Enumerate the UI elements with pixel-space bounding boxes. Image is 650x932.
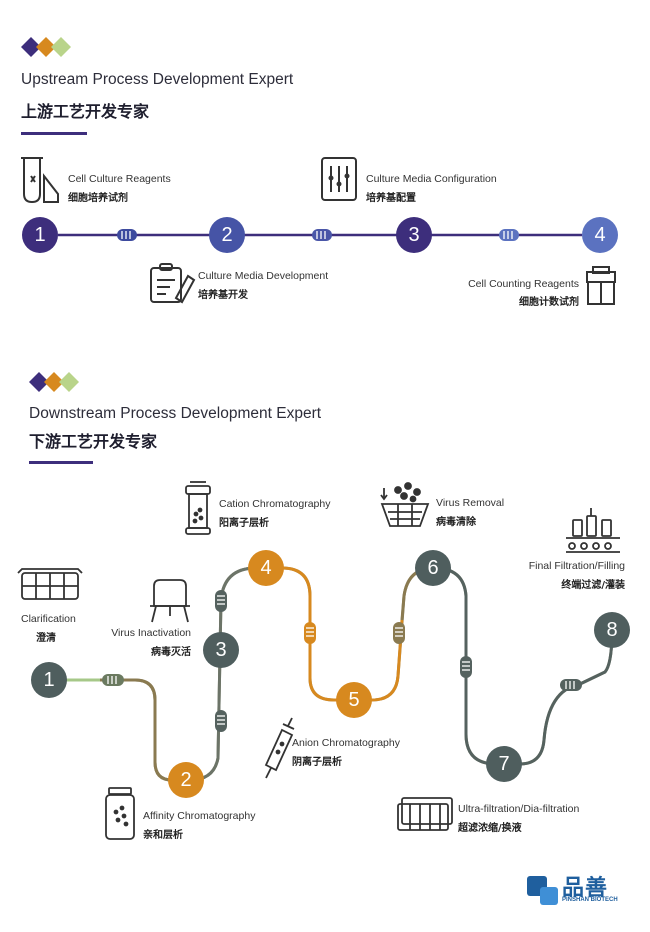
upstream-label-1-en: Cell Culture Reagents	[68, 173, 171, 185]
virus-filter-icon	[380, 482, 430, 527]
tank-icon	[150, 579, 190, 623]
cell-counter-icon	[586, 266, 616, 305]
downstream-label-2-en: Affinity Chromatography	[143, 810, 256, 822]
downstream-step-2: 2	[168, 762, 204, 798]
downstream-label-4-en: Cation Chromatography	[219, 498, 331, 510]
downstream-label-6-cn: 病毒清除	[436, 517, 476, 528]
column-icon	[185, 481, 211, 535]
syringe-icon	[264, 717, 295, 779]
downstream-label-1-en: Clarification	[21, 613, 76, 625]
upstream-label-3-en: Culture Media Configuration	[366, 173, 497, 185]
downstream-label-1-cn: 澄清	[36, 633, 56, 644]
logo-icon	[527, 876, 558, 905]
filling-line-icon	[566, 508, 620, 553]
cassette-icon	[397, 797, 453, 831]
downstream-step-4: 4	[248, 550, 284, 586]
downstream-step-6: 6	[415, 550, 451, 586]
downstream-title-en: Downstream Process Development Expert	[29, 405, 322, 422]
downstream-step-3: 3	[203, 632, 239, 668]
downstream-label-2-cn: 亲和层析	[143, 830, 183, 841]
downstream-step-7: 7	[486, 746, 522, 782]
downstream-label-8-cn: 终端过滤/灌装	[561, 580, 625, 591]
upstream-step-4: 4	[582, 217, 618, 253]
upstream-label-3-cn: 培养基配置	[366, 193, 416, 204]
downstream-title-cn: 下游工艺开发专家	[29, 432, 158, 451]
downstream-step-1: 1	[31, 662, 67, 698]
downstream-label-5-en: Anion Chromatography	[292, 737, 400, 749]
logo-brand-cn: 品善	[562, 876, 609, 901]
downstream-label-7-en: Ultra-filtration/Dia-filtration	[458, 803, 580, 815]
clipboard-icon	[150, 263, 196, 304]
downstream-label-3-cn: 病毒灭活	[151, 647, 191, 658]
title-underline	[29, 461, 93, 464]
upstream-label-1-cn: 细胞培养试剂	[68, 193, 128, 204]
test-tube-icon	[21, 157, 59, 204]
upstream-label-2-en: Culture Media Development	[198, 270, 329, 282]
downstream-step-5: 5	[336, 682, 372, 718]
reagent-bottle-icon	[105, 787, 135, 840]
title-underline	[21, 132, 87, 135]
vial-rack-icon	[321, 157, 357, 201]
filter-grid-icon	[17, 568, 83, 600]
downstream-label-7-cn: 超滤浓缩/换液	[458, 823, 522, 834]
upstream-title-en: Upstream Process Development Expert	[21, 71, 294, 88]
diamonds-icon	[21, 37, 71, 57]
downstream-label-4-cn: 阳离子层析	[219, 518, 269, 529]
upstream-title-cn: 上游工艺开发专家	[21, 102, 150, 121]
upstream-label-4-en: Cell Counting Reagents	[468, 278, 579, 290]
diamonds-icon	[29, 372, 79, 392]
downstream-label-6-en: Virus Removal	[436, 497, 505, 509]
downstream-label-5-cn: 阴离子层析	[292, 757, 342, 768]
upstream-step-1: 1	[22, 217, 58, 253]
upstream-step-2: 2	[209, 217, 245, 253]
logo-brand-en: PINSHAN BIOTECH	[562, 897, 618, 903]
downstream-label-3-en: Virus Inactivation	[111, 627, 191, 639]
upstream-label-2-cn: 培养基开发	[198, 290, 248, 301]
downstream-label-8-en: Final Filtration/Filling	[528, 560, 625, 572]
upstream-step-3: 3	[396, 217, 432, 253]
downstream-step-8: 8	[594, 612, 630, 648]
upstream-label-4-cn: 细胞计数试剂	[519, 297, 579, 308]
